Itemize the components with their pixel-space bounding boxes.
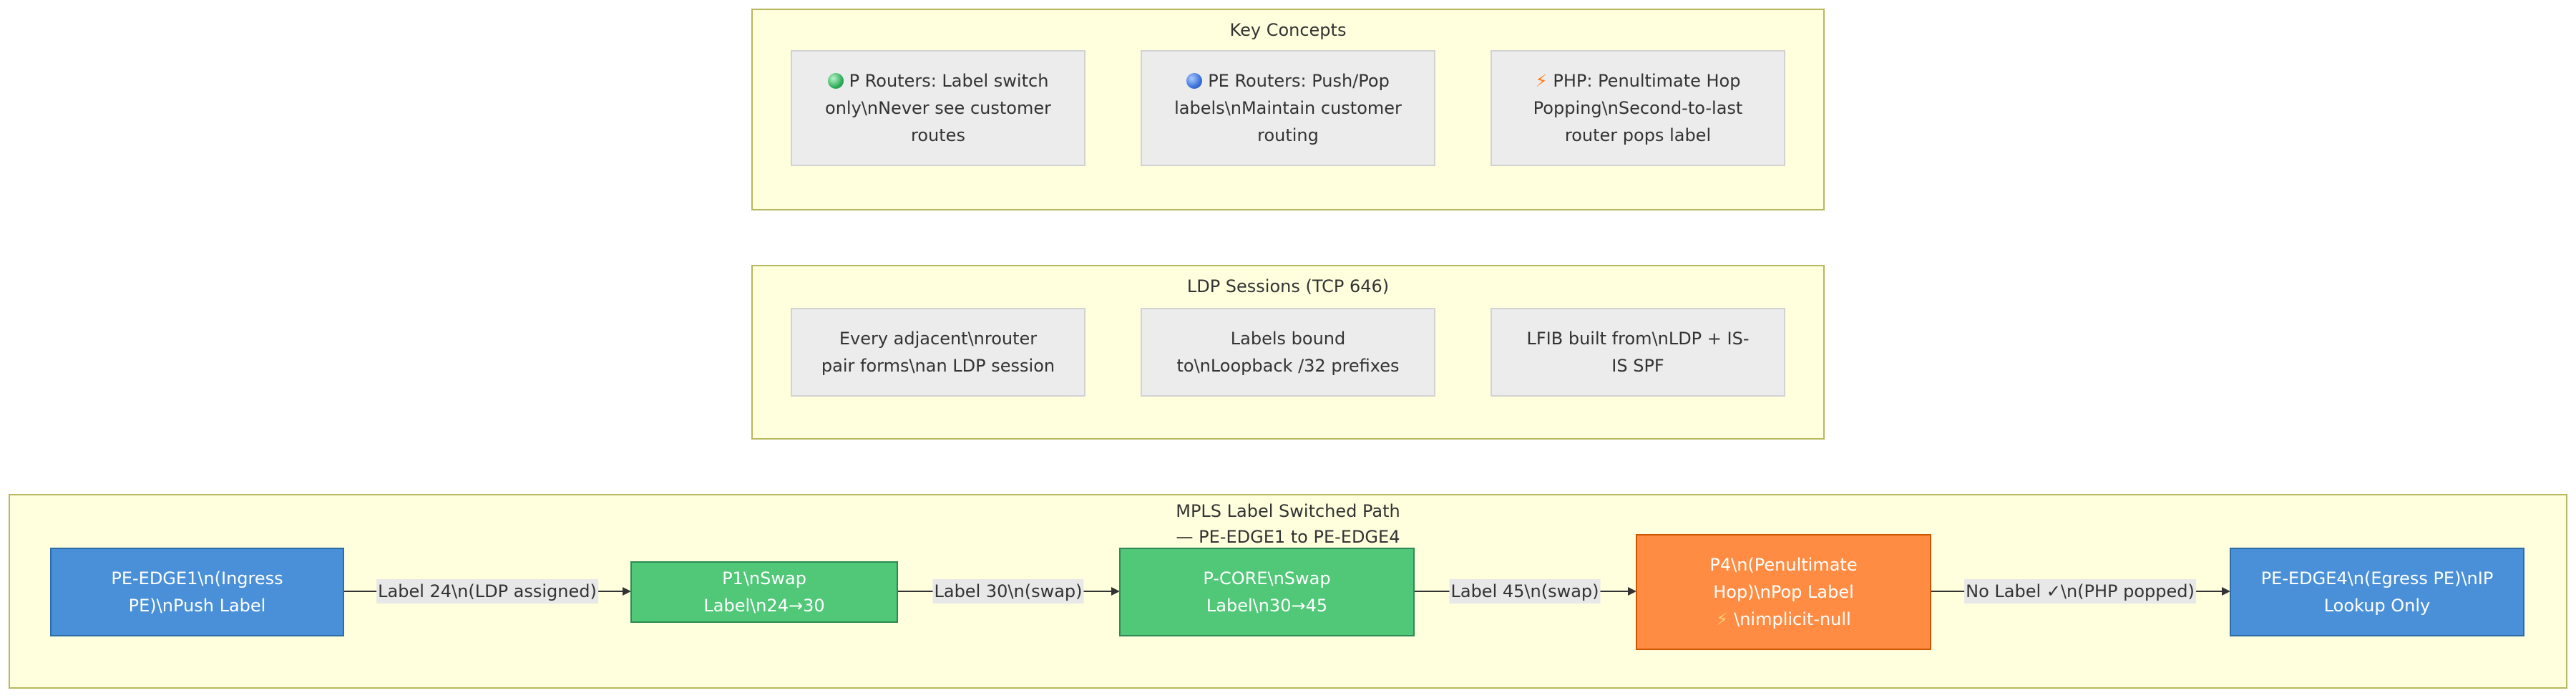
edge-label-label30: Label 30\n(swap) [932, 579, 1084, 604]
ldp-note-adjacent: Every adjacent\nrouter pair forms\nan LD… [791, 308, 1085, 397]
key-concept-pe-routers-text: PE Routers: Push/Pop labels\nMaintain cu… [1174, 71, 1402, 145]
node-pe-edge1: PE-EDGE1\n(Ingress PE)\nPush Label [50, 548, 344, 636]
edge-label-no-label: No Label ✓\n(PHP popped) [1964, 579, 2196, 604]
blue-circle-icon [1186, 73, 1203, 89]
key-concept-p-routers-text: P Routers: Label switch only\nNever see … [825, 71, 1051, 145]
node-p4-text: P4\n(Penultimate Hop)\nPop Label [1709, 555, 1858, 602]
green-circle-icon [827, 73, 844, 89]
key-concept-php: ⚡PHP: Penultimate Hop Popping\nSecond-to… [1491, 50, 1785, 166]
ldp-note-labels-bound: Labels bound to\nLoopback /32 prefixes [1141, 308, 1435, 397]
key-concept-p-routers: P Routers: Label switch only\nNever see … [791, 50, 1085, 166]
edge-label-label45: Label 45\n(swap) [1449, 579, 1601, 604]
node-pe-edge4: PE-EDGE4\n(Egress PE)\nIP Lookup Only [2230, 548, 2524, 636]
lightning-icon: ⚡ [1535, 71, 1548, 91]
node-p-core: P-CORE\nSwap Label\n30→45 [1119, 548, 1415, 636]
key-concept-pe-routers: PE Routers: Push/Pop labels\nMaintain cu… [1141, 50, 1435, 166]
node-p4: P4\n(Penultimate Hop)\nPop Label ⚡\nimpl… [1636, 534, 1931, 650]
key-concepts-title: Key Concepts [1229, 20, 1347, 40]
node-p1: P1\nSwap Label\n24→30 [630, 561, 898, 623]
lightning-icon: ⚡ [1716, 609, 1729, 629]
mpls-lsp-title-line2: — PE-EDGE1 to PE-EDGE4 [1176, 527, 1400, 547]
ldp-sessions-title: LDP Sessions (TCP 646) [1186, 276, 1390, 296]
ldp-note-lfib: LFIB built from\nLDP + IS-IS SPF [1491, 308, 1785, 397]
node-p4-implicit-null: \nimplicit-null [1734, 609, 1851, 629]
key-concept-php-text: PHP: Penultimate Hop Popping\nSecond-to-… [1533, 71, 1743, 145]
edge-label-label24: Label 24\n(LDP assigned) [376, 579, 598, 604]
mpls-lsp-title-line1: MPLS Label Switched Path [1176, 501, 1400, 521]
